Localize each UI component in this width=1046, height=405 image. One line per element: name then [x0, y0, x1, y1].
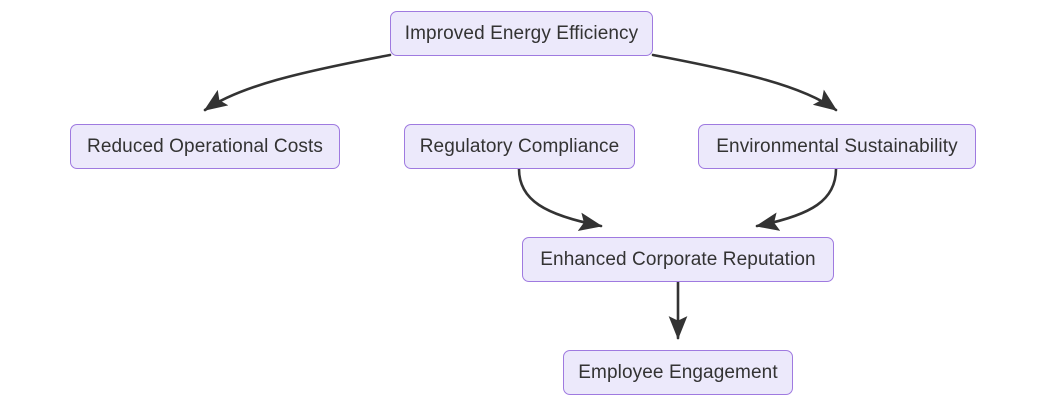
- edge-sustainability-to-reputation: [755, 167, 838, 231]
- node-enhanced-corporate-reputation[interactable]: Enhanced Corporate Reputation: [522, 237, 834, 282]
- edge-efficiency-to-costs: [203, 53, 392, 112]
- node-employee-engagement[interactable]: Employee Engagement: [563, 350, 793, 395]
- node-label: Reduced Operational Costs: [87, 136, 323, 157]
- node-label: Improved Energy Efficiency: [404, 23, 639, 44]
- node-regulatory-compliance[interactable]: Regulatory Compliance: [404, 124, 635, 169]
- edge-compliance-to-reputation: [517, 167, 603, 231]
- node-label: Environmental Sustainability: [716, 136, 958, 157]
- edge-efficiency-to-sustainability: [651, 53, 838, 112]
- node-reduced-operational-costs[interactable]: Reduced Operational Costs: [70, 124, 340, 169]
- node-label: Employee Engagement: [578, 362, 778, 383]
- node-label: Enhanced Corporate Reputation: [540, 249, 816, 270]
- node-environmental-sustainability[interactable]: Environmental Sustainability: [698, 124, 976, 169]
- node-label: Regulatory Compliance: [419, 136, 620, 157]
- node-improved-energy-efficiency[interactable]: Improved Energy Efficiency: [390, 11, 653, 56]
